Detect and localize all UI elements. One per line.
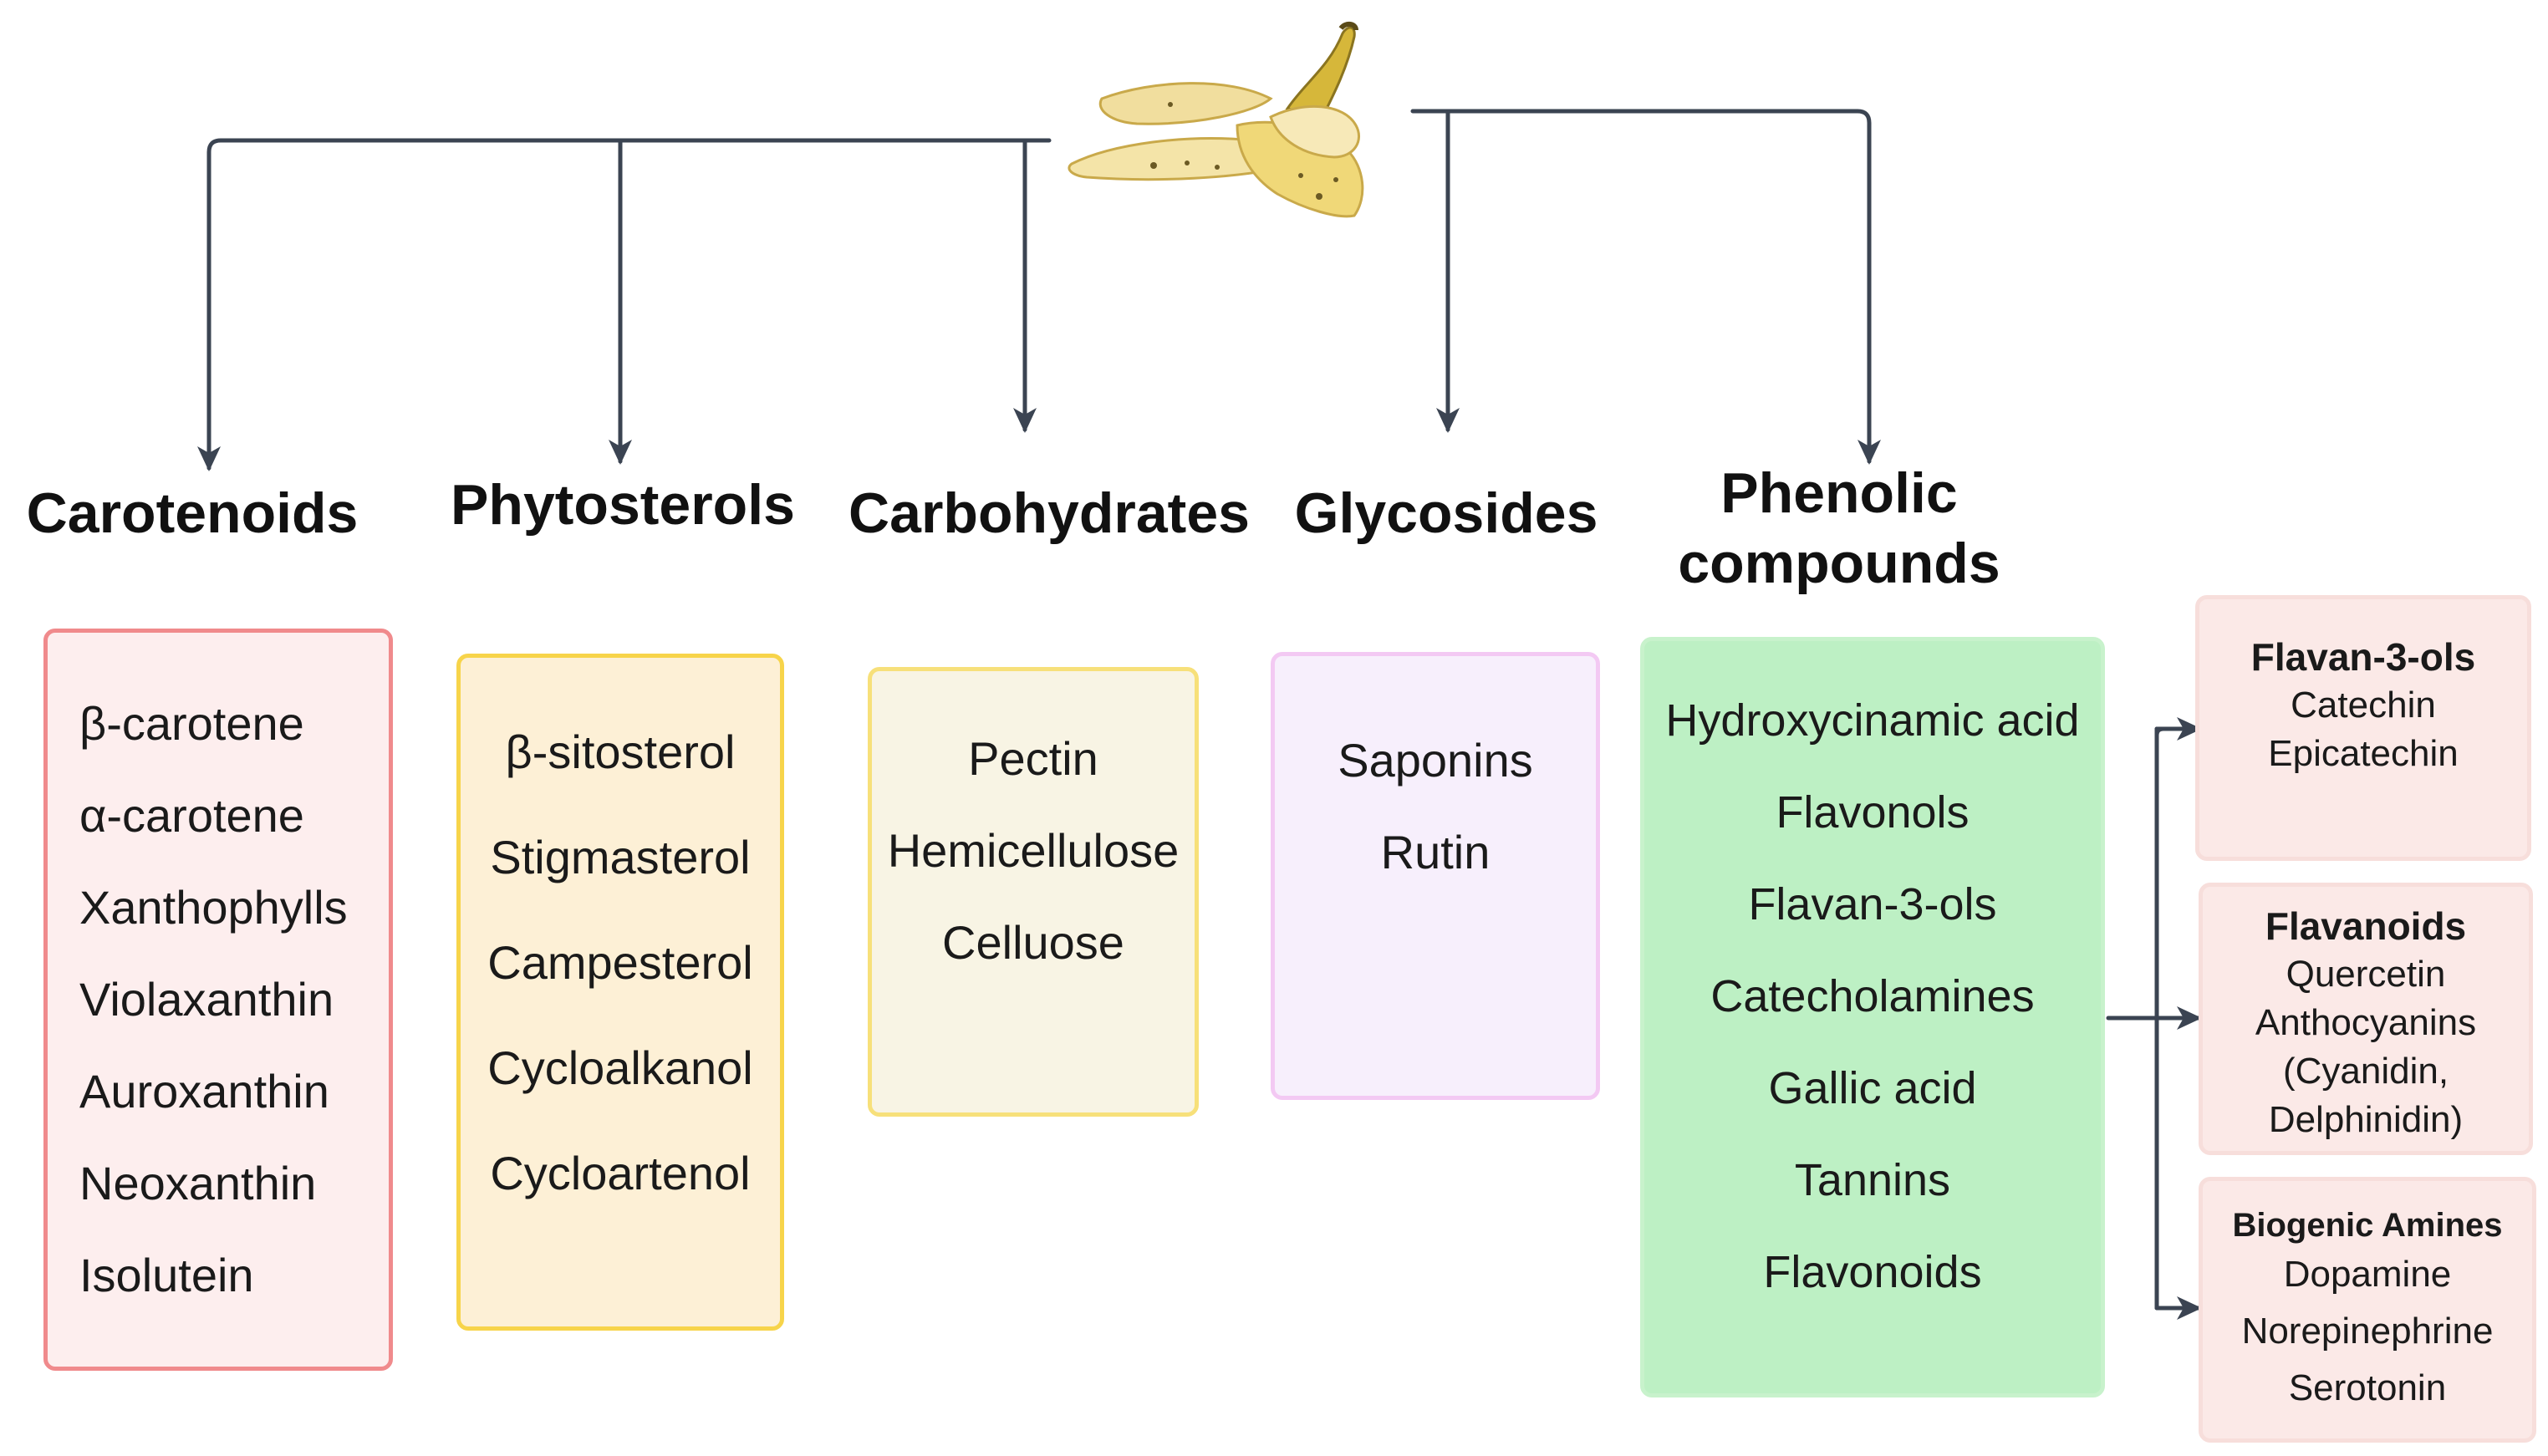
glycosides-heading: Glycosides (1294, 481, 1598, 545)
list-item: Hydroxycinamic acid (1665, 695, 2080, 746)
phytosterols-list: β-sitosterol Stigmasterol Campesterol Cy… (461, 700, 780, 1226)
list-item: Cycloalkanol (487, 1041, 753, 1094)
list-item: Norepinephrine (2241, 1311, 2494, 1352)
list-item: (Cyanidin, (2282, 1051, 2449, 1092)
subgroup-title: Flavanoids (2265, 904, 2467, 948)
list-item: Cycloartenol (490, 1147, 751, 1199)
phenolic-heading-line1: Phenolic (1720, 461, 1958, 525)
list-item: Xanthophylls (79, 881, 348, 934)
list-item: Flavonoids (1763, 1247, 1982, 1297)
subgroup-title: Biogenic Amines (2232, 1207, 2503, 1244)
left-trunk-line (197, 138, 1052, 471)
list-item: Flavan-3-ols (1748, 879, 1997, 929)
subgroup-title: Flavan-3-ols (2250, 635, 2476, 679)
list-item: Tannins (1794, 1155, 1951, 1205)
phytosterols-box: β-sitosterol Stigmasterol Campesterol Cy… (456, 654, 784, 1331)
glycosides-box: Saponins Rutin (1271, 652, 1600, 1100)
list-item: Delphinidin) (2268, 1099, 2464, 1140)
list-item: Celluose (942, 916, 1124, 969)
list-item: β-sitosterol (505, 725, 736, 778)
list-item: α-carotene (79, 789, 304, 842)
carotenoids-list: β-carotene α-carotene Xanthophylls Viola… (79, 678, 348, 1321)
list-item: Pectin (968, 732, 1098, 785)
list-item: Catechin (2291, 685, 2436, 725)
list-item: Stigmasterol (490, 831, 751, 883)
right-trunk-line (1410, 109, 1881, 465)
list-item: Gallic acid (1768, 1063, 1977, 1113)
list-item: Isolutein (79, 1249, 254, 1301)
phenolic-heading-line2: compounds (1678, 532, 2000, 595)
carbohydrates-heading: Carbohydrates (848, 481, 1250, 545)
carotenoids-box: β-carotene α-carotene Xanthophylls Viola… (43, 629, 393, 1371)
list-item: Catecholamines (1710, 971, 2035, 1021)
carbohydrates-box: Pectin Hemicellulose Celluose (868, 667, 1199, 1117)
carotenoids-heading: Carotenoids (26, 481, 359, 545)
list-item: Hemicellulose (887, 824, 1180, 877)
list-item: Auroxanthin (79, 1065, 329, 1117)
glycosides-list: Saponins Rutin (1275, 715, 1596, 899)
list-item: Quercetin (2286, 954, 2446, 995)
list-item: Saponins (1338, 734, 1533, 787)
phenolic-list: Hydroxycinamic acid Flavonols Flavan-3-o… (1644, 675, 2101, 1318)
list-item: Rutin (1380, 826, 1491, 878)
phytosterols-heading: Phytosterols (451, 473, 795, 537)
list-item: Anthocyanins (2255, 1002, 2477, 1043)
flavanoids-box: Flavanoids Quercetin Anthocyanins (Cyani… (2199, 883, 2533, 1155)
subgroup-list: Quercetin Anthocyanins (Cyanidin, Delphi… (2203, 950, 2529, 1144)
list-item: Flavonols (1776, 787, 1970, 837)
list-item: Violaxanthin (79, 973, 334, 1026)
subgroup-list: Catechin Epicatechin (2199, 681, 2527, 778)
banana-peel-icon (1068, 22, 1364, 218)
list-item: Campesterol (487, 936, 753, 989)
list-item: Epicatechin (2268, 733, 2459, 774)
flavan-3-ols-box: Flavan-3-ols Catechin Epicatechin (2195, 595, 2531, 861)
biogenic-amines-box: Biogenic Amines Dopamine Norepinephrine … (2199, 1177, 2536, 1443)
list-item: β-carotene (79, 697, 304, 750)
carbohydrates-list: Pectin Hemicellulose Celluose (872, 713, 1195, 989)
list-item: Dopamine (2283, 1254, 2452, 1295)
list-item: Neoxanthin (79, 1157, 317, 1209)
list-item: Serotonin (2288, 1367, 2447, 1408)
phenolic-compounds-box: Hydroxycinamic acid Flavonols Flavan-3-o… (1640, 637, 2105, 1397)
subgroup-list: Dopamine Norepinephrine Serotonin (2203, 1246, 2532, 1417)
